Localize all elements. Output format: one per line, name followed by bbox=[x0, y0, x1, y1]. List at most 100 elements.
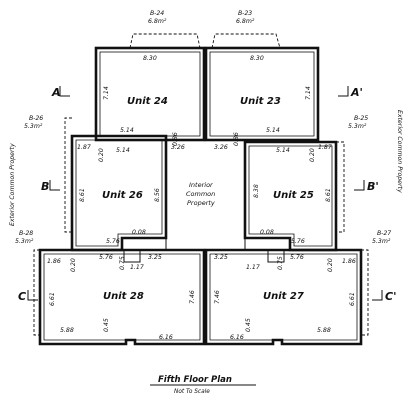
unit-28-dim-g: 6.61 bbox=[49, 292, 56, 306]
unit-23-dim-top: 8.30 bbox=[250, 55, 264, 62]
section-b-arrow bbox=[49, 180, 60, 191]
balcony-b28-name: B-28 bbox=[19, 230, 33, 237]
unit-23-dim-corner: 0.86 bbox=[233, 132, 240, 146]
balconies bbox=[33, 33, 369, 336]
balcony-b28-area: 5.3m² bbox=[15, 238, 34, 245]
common-label-line-2: Common bbox=[186, 190, 215, 198]
unit-27-inner bbox=[209, 253, 358, 341]
unit-28-dim-i: 0.45 bbox=[103, 318, 110, 332]
unit-24-dim-top: 8.30 bbox=[143, 55, 157, 62]
unit-26-name: Unit 26 bbox=[102, 190, 143, 201]
unit-28-dim-c: 0.20 bbox=[70, 258, 77, 272]
section-b-label: B bbox=[41, 180, 49, 193]
unit-28-inner bbox=[43, 253, 201, 341]
unit-24-inner bbox=[99, 51, 201, 137]
section-a-prime-label: A' bbox=[350, 86, 363, 99]
unit-23-dim-right: 7.14 bbox=[305, 86, 312, 100]
balcony-b24-area: 6.8m² bbox=[148, 18, 167, 25]
section-a-prime-arrow bbox=[338, 86, 349, 97]
balcony-b25-outline bbox=[336, 141, 345, 233]
unit-24-dim-bottom: 5.14 bbox=[120, 127, 134, 134]
section-markers bbox=[27, 86, 383, 301]
unit-25-dim-b: 5.14 bbox=[276, 147, 290, 154]
unit-27-name: Unit 27 bbox=[263, 291, 304, 302]
unit-27-dim-g: 7.46 bbox=[214, 290, 221, 304]
unit-27-dim-d: 0.75 bbox=[277, 256, 284, 270]
unit-28-dim-d: 0.75 bbox=[119, 256, 126, 270]
section-c-label: C bbox=[18, 290, 26, 303]
left-exterior-label: Exterior Common Property bbox=[8, 143, 16, 226]
balcony-b26-area: 5.3m² bbox=[24, 123, 43, 130]
unit-25-dim-e: 8.38 bbox=[253, 184, 260, 198]
unit-27-dim-k: 5.88 bbox=[317, 327, 331, 334]
unit-23-wall bbox=[204, 46, 320, 142]
unit-26-inner bbox=[75, 139, 163, 247]
unit-28-dim-b: 5.76 bbox=[99, 254, 113, 261]
unit-27-dim-b: 5.76 bbox=[290, 254, 304, 261]
unit-28-dim-h: 7.46 bbox=[189, 290, 196, 304]
unit-24-dim-corner: 0.86 bbox=[172, 132, 179, 146]
unit-24-name: Unit 24 bbox=[127, 96, 168, 107]
unit-26-dim-b: 5.14 bbox=[116, 147, 130, 154]
unit-28-dim-a: 1.86 bbox=[47, 258, 61, 265]
balcony-b27-area: 5.3m² bbox=[372, 238, 391, 245]
unit-27-dim-h: 6.61 bbox=[349, 292, 356, 306]
unit-27-dim-j: 6.16 bbox=[230, 334, 244, 341]
balcony-b23-area: 6.8m² bbox=[236, 18, 255, 25]
unit-27-dim-e: 0.20 bbox=[327, 258, 334, 272]
section-c-arrow bbox=[27, 290, 38, 301]
unit-27-dim-a: 3.25 bbox=[214, 254, 228, 261]
balcony-b25-name: B-25 bbox=[354, 115, 368, 122]
section-b-prime-arrow bbox=[354, 180, 365, 191]
unit-26-dim-g: 0.08 bbox=[132, 229, 146, 236]
unit-26-dim-a: 1.87 bbox=[77, 144, 91, 151]
unit-23-dim-bottom: 5.14 bbox=[266, 127, 280, 134]
unit-23-name: Unit 23 bbox=[240, 96, 281, 107]
balcony-b28-outline bbox=[33, 249, 40, 336]
balcony-b27-name: B-27 bbox=[377, 230, 391, 237]
unit-25-dim-h: 5.76 bbox=[291, 238, 305, 245]
right-exterior-label: Exterior Common Property bbox=[396, 110, 404, 193]
unit-26-dim-h: 3.26 bbox=[171, 144, 185, 151]
unit-28-name: Unit 28 bbox=[103, 291, 144, 302]
unit-25-dim-d: 0.20 bbox=[309, 148, 316, 162]
unit-28-dim-j: 5.88 bbox=[60, 327, 74, 334]
section-b-prime-label: B' bbox=[367, 180, 379, 193]
unit-28-dim-e: 1.17 bbox=[130, 264, 144, 271]
section-c-prime-arrow bbox=[372, 290, 383, 301]
balcony-b23-outline bbox=[211, 33, 281, 49]
unit-25-dim-g: 0.08 bbox=[260, 229, 274, 236]
unit-23-inner bbox=[209, 51, 315, 137]
unit-25-dim-a: 3.26 bbox=[214, 144, 228, 151]
unit-28-recess bbox=[123, 250, 141, 263]
section-c-prime-label: C' bbox=[385, 290, 396, 303]
unit-24-dim-left: 7.14 bbox=[103, 86, 110, 100]
unit-27-recess bbox=[267, 250, 285, 263]
balcony-b24-name: B-24 bbox=[150, 10, 164, 17]
unit-26-dim-c: 0.20 bbox=[98, 148, 105, 162]
section-a-label: A bbox=[51, 86, 61, 99]
section-a-arrow bbox=[59, 86, 70, 97]
plan-title: Fifth Floor Plan bbox=[158, 375, 232, 385]
unit-walls bbox=[38, 46, 363, 346]
common-label-line-1: Interior bbox=[189, 181, 214, 189]
common-label-line-3: Property bbox=[187, 199, 215, 207]
plan-subtitle: Not To Scale bbox=[174, 389, 210, 395]
balcony-b26-name: B-26 bbox=[29, 115, 43, 122]
unit-25-dim-c: 1.87 bbox=[318, 144, 332, 151]
unit-28-dim-k: 6.16 bbox=[159, 334, 173, 341]
unit-26-dim-e: 8.56 bbox=[154, 188, 161, 202]
balcony-b25-area: 5.3m² bbox=[348, 123, 367, 130]
unit-27-dim-c: 1.17 bbox=[246, 264, 260, 271]
balcony-b23-name: B-23 bbox=[238, 10, 252, 17]
unit-26-dim-f: 5.76 bbox=[106, 238, 120, 245]
unit-27-dim-f: 1.86 bbox=[342, 258, 356, 265]
unit-25-inner bbox=[248, 145, 333, 247]
unit-26-dim-d: 8.61 bbox=[79, 188, 86, 202]
unit-25-dim-f: 8.61 bbox=[325, 188, 332, 202]
unit-27-dim-i: 0.45 bbox=[245, 318, 252, 332]
unit-25-name: Unit 25 bbox=[273, 190, 314, 201]
unit-28-dim-f: 3.25 bbox=[148, 254, 162, 261]
balcony-b27-outline bbox=[361, 249, 369, 336]
